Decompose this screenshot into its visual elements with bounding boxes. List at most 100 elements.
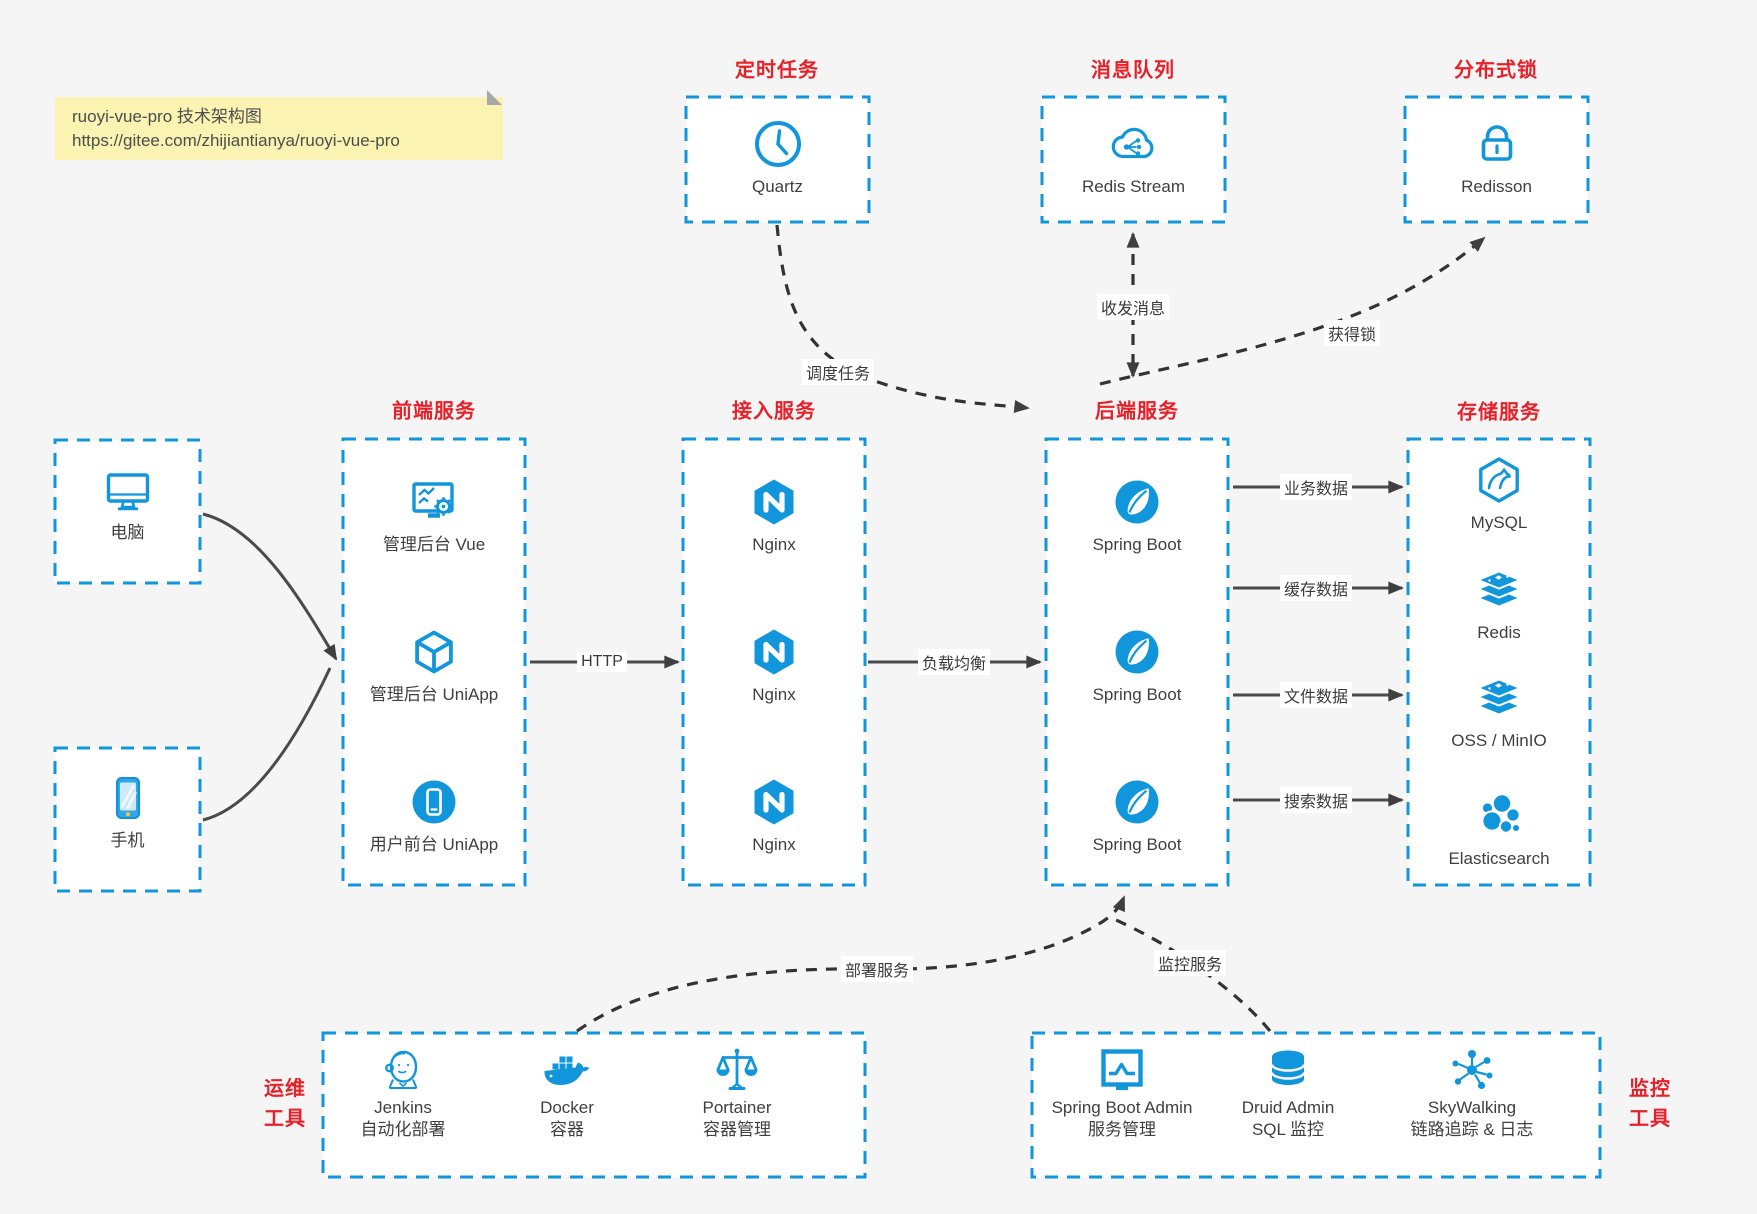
phone-client-box [53,746,202,893]
node-label: 管理后台 Vue [382,535,486,554]
ops-tools-content: Jenkins 自动化部署 Docker 容器 Portainer 容器管理 [323,1033,865,1177]
gateway-column-content: Nginx Nginx Nginx [683,439,865,885]
monitor-tools-box [1030,1031,1602,1179]
node-sublabel: SQL 监控 [1251,1120,1325,1139]
clock-icon [751,117,805,171]
edge-label-http: HTTP [577,652,627,672]
edge-deploy-arrow [576,895,1126,1033]
node-label: Nginx [752,835,796,854]
nginx-icon [747,625,801,679]
node-sublabel: 服务管理 [1088,1120,1156,1139]
node-portainer: Portainer 容器管理 [662,1043,812,1141]
node-label: Redis Stream [1082,177,1185,196]
docker-icon [540,1043,594,1097]
node-label: Elasticsearch [1448,849,1550,868]
sticky-note: ruoyi-vue-pro 技术架构图 https://gitee.com/zh… [55,97,503,160]
node-label: Docker [540,1098,594,1117]
spring-boot-icon [1110,775,1164,829]
ops-tools-box [321,1031,867,1179]
spring-boot-admin-icon [1095,1043,1149,1097]
redis-stream-box-content: Redis Stream [1042,97,1225,222]
edge-label-file-data: 文件数据 [1279,682,1353,708]
skywalking-icon [1445,1043,1499,1097]
node-docker: Docker 容器 [492,1043,642,1141]
note-fold-corner [487,90,502,105]
group-title-distributed-lock: 分布式锁 [1454,59,1538,82]
node-label: Quartz [751,177,804,196]
node-label: Spring Boot [1092,835,1182,854]
pc-client-box [53,438,202,585]
node-label: Druid Admin [1241,1098,1335,1117]
edge-label-deploy: 部署服务 [840,956,914,982]
node-sublabel: 容器管理 [703,1120,771,1139]
group-title-frontend: 前端服务 [392,400,476,423]
edge-label-cache-data: 缓存数据 [1279,575,1353,601]
redisson-box-content: Redisson [1405,97,1588,222]
edge-label-load-balance: 负载均衡 [917,649,991,675]
node-label: Redis [1477,623,1521,642]
nginx-icon [747,775,801,829]
node-label: 管理后台 UniApp [369,685,499,704]
monitor-tools-title: 监控 工具 [1629,1078,1671,1130]
node-label: OSS / MinIO [1451,731,1547,750]
node-springboot-1: Spring Boot [1046,475,1228,555]
node-sublabel: 自动化部署 [360,1120,446,1139]
redis-stream-box [1040,95,1227,224]
node-jenkins: Jenkins 自动化部署 [328,1043,478,1141]
backend-column-content: Spring Boot Spring Boot Spring Boot [1046,439,1228,885]
phone-client-content: 手机 [55,748,200,891]
node-nginx-1: Nginx [683,475,865,555]
node-elasticsearch: Elasticsearch [1408,789,1590,869]
node-label: Spring Boot [1092,685,1182,704]
node-label: 用户前台 UniApp [369,835,499,854]
node-nginx-2: Nginx [683,625,865,705]
node-springboot-3: Spring Boot [1046,775,1228,855]
mysql-icon [1472,453,1526,507]
portainer-icon [710,1043,764,1097]
node-label: Jenkins [374,1098,432,1117]
edge-pc-to-frontend [202,512,338,661]
pc-client-content: 电脑 [55,440,200,583]
node-druid-admin: Druid Admin SQL 监控 [1203,1043,1373,1141]
note-url: https://gitee.com/zhijiantianya/ruoyi-vu… [72,131,400,150]
node-oss-minio: OSS / MinIO [1408,671,1590,751]
node-admin-vue: 管理后台 Vue [343,475,525,555]
edge-lock-arrow [1099,236,1486,386]
node-mysql: MySQL [1408,453,1590,533]
ops-tools-title: 运维 工具 [264,1078,306,1130]
phone-icon [101,771,155,825]
quartz-box-content: Quartz [686,97,869,222]
node-user-uniapp: 用户前台 UniApp [343,775,525,855]
node-phone: 手机 [55,771,200,851]
cloud-stream-icon [1107,117,1161,171]
jenkins-icon [376,1043,430,1097]
edge-label-lock: 获得锁 [1323,320,1381,346]
node-label: Redisson [1461,177,1532,196]
group-title-message-queue: 消息队列 [1091,59,1175,82]
node-springboot-2: Spring Boot [1046,625,1228,705]
node-label: Spring Boot Admin [1051,1098,1193,1117]
edge-label-business-data: 业务数据 [1279,474,1353,500]
druid-icon [1261,1043,1315,1097]
user-uniapp-icon [407,775,461,829]
redis-stack-icon [1472,563,1526,617]
spring-boot-icon [1110,625,1164,679]
node-redis-stream: Redis Stream [1042,117,1225,197]
node-admin-uniapp: 管理后台 UniApp [343,625,525,705]
node-sublabel: 容器 [550,1120,584,1139]
edge-label-message: 收发消息 [1096,294,1170,320]
node-nginx-3: Nginx [683,775,865,855]
node-pc: 电脑 [55,463,200,543]
monitor-tools-content: Spring Boot Admin 服务管理 Druid Admin SQL 监… [1032,1033,1600,1177]
quartz-box [684,95,871,224]
node-sublabel: 链路追踪 & 日志 [1410,1120,1534,1139]
storage-column-content: MySQL Redis OSS / MinIO Elasticsearch [1408,439,1590,885]
node-label: 电脑 [110,523,145,542]
uniapp-cube-icon [407,625,461,679]
node-label: Spring Boot [1092,535,1182,554]
node-spring-boot-admin: Spring Boot Admin 服务管理 [1035,1043,1209,1141]
node-skywalking: SkyWalking 链路追踪 & 日志 [1357,1043,1587,1141]
nginx-icon [747,475,801,529]
node-label: MySQL [1470,513,1528,532]
